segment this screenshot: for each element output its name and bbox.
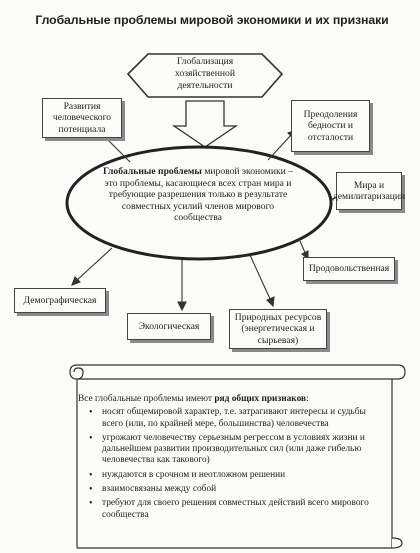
list-item: угрожают человечеству серьезным регрессо… [89,433,378,467]
box-peace: Мира и демилитаризации [333,172,405,210]
hex-line-2: хозяйственной [175,68,235,79]
box-human-potential: Развития человеческого потенциала [42,98,122,138]
list-item: взаимосвязаны между собой [89,484,378,496]
signs-intro: Все глобальные проблемы имеют ряд общих … [78,394,309,404]
box-poverty: Преодоления бедности и отсталости [291,100,370,152]
definition-term: Глобальные проблемы [103,166,202,177]
page-title: Глобальные проблемы мировой экономики и … [35,13,389,27]
center-ellipse [65,145,333,261]
definition-text: Глобальные проблемы мировой экономики – … [100,166,296,224]
block-arrow-down [171,100,239,148]
definition-body: мировой экономики – это проблемы, касающ… [104,166,293,224]
box-ecological: Экологическая [127,313,211,340]
globalization-label: Глобализация хозяйственной деятельности [146,56,264,92]
hex-line-1: Глобализация [176,56,234,67]
signs-list-block: Все глобальные проблемы имеют ряд общих … [78,394,378,524]
signs-list: носят общемировой характер, т.е. затраги… [78,407,378,521]
signs-scroll [69,364,406,549]
box-demographic: Демографическая [14,288,106,313]
list-item: нуждаются в срочном и неотложном решении [89,470,378,482]
globalization-hexagon [126,53,284,98]
list-item: носят общемировой характер, т.е. затраги… [89,407,378,430]
box-food: Продовольственная [303,257,395,281]
list-item: требуют для своего решения совместных де… [89,498,378,521]
hex-line-3: деятельности [177,80,233,91]
box-natural-resources: Природных ресурсов (энергетическая и сыр… [229,309,327,349]
